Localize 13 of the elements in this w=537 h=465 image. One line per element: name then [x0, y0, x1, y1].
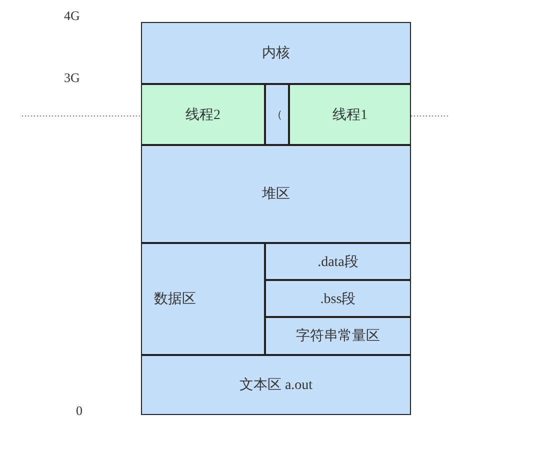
memory-region: （	[265, 84, 289, 145]
memory-region: 文本区 a.out	[141, 355, 411, 415]
memory-region: 内核	[141, 22, 411, 84]
address-label: 4G	[64, 8, 80, 24]
memory-segment: 字符串常量区	[265, 317, 411, 355]
thread-region: 线程2	[141, 84, 265, 145]
thread-region: 线程1	[289, 84, 411, 145]
address-label: 0	[76, 403, 82, 419]
address-label: 3G	[64, 70, 80, 86]
memory-region: 数据区	[141, 243, 265, 355]
memory-segment: .bss段	[265, 280, 411, 317]
memory-segment: .data段	[265, 243, 411, 280]
memory-region: 堆区	[141, 145, 411, 243]
